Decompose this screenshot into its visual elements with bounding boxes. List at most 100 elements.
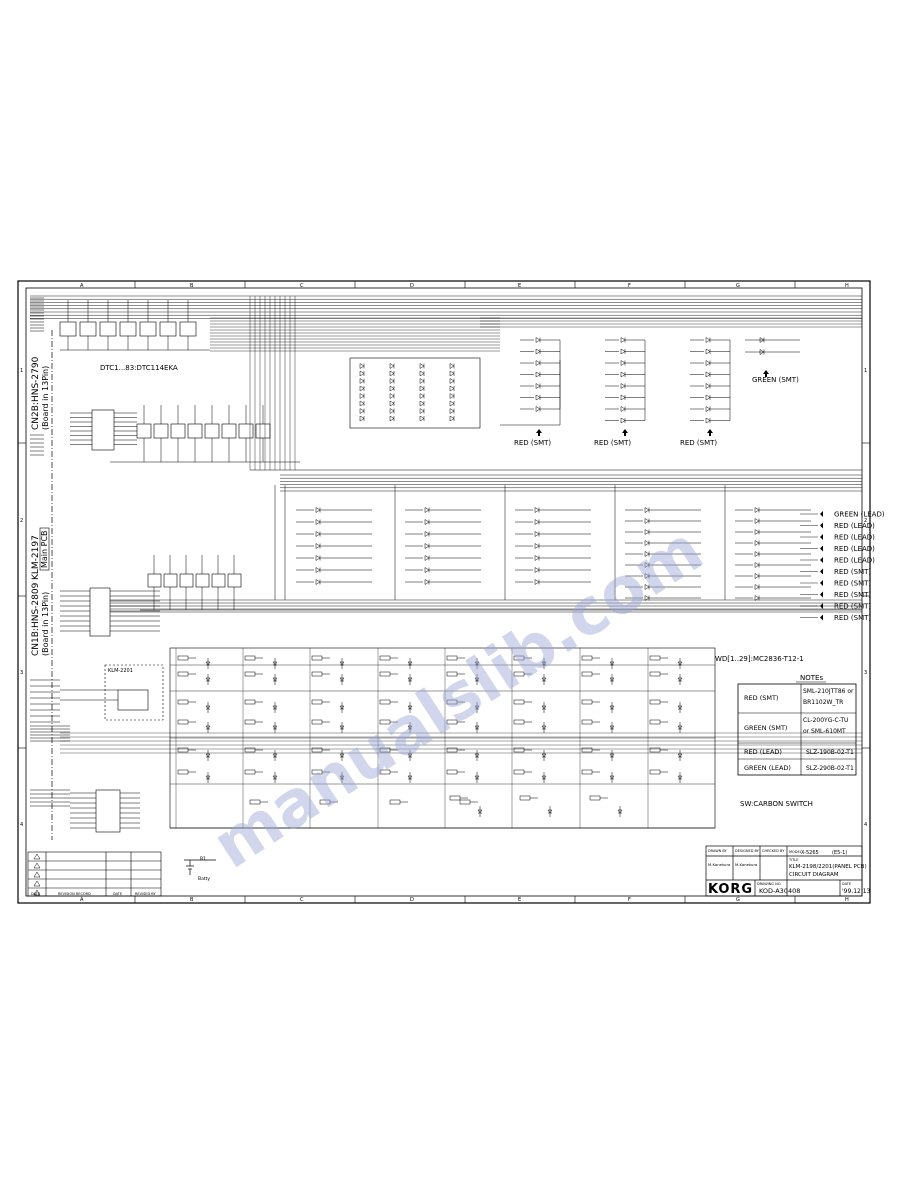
led-symbol [534, 531, 540, 537]
col-label-h-bottom: H [845, 897, 849, 903]
diode-symbol [609, 674, 615, 685]
led-symbol [705, 394, 711, 401]
led-symbol [705, 417, 711, 424]
diode-symbol [474, 674, 480, 685]
col-label-d-bottom: D [410, 897, 414, 903]
title-checked-by-label: CHECKED BY [762, 849, 785, 853]
transistor-dtc [211, 573, 226, 588]
led-symbol [534, 567, 540, 573]
switch-symbol [319, 799, 338, 805]
ic2-chip [89, 587, 111, 637]
led-symbol [424, 519, 430, 525]
led-symbol [534, 543, 540, 549]
title-drawing-no-label: DRAWING NO. [757, 882, 781, 886]
led-group-red-smt-label-3: RED (SMT) [680, 439, 717, 447]
led-symbol [754, 507, 760, 513]
switch-symbol [177, 699, 196, 705]
led-arrows [536, 370, 769, 436]
led-symbol [754, 551, 760, 557]
diode-symbol [609, 658, 615, 669]
wiring-layer [30, 295, 862, 829]
diode-symbol [407, 772, 413, 783]
led-symbol [620, 371, 626, 378]
transistor-dtc [255, 423, 271, 439]
diode-symbol [272, 772, 278, 783]
diode-symbol [474, 722, 480, 733]
led-color-item: RED (SMT) [820, 580, 871, 588]
notes-row4-kind: GREEN (LEAD) [744, 764, 791, 772]
diode-symbol [339, 674, 345, 685]
led-symbol [359, 393, 365, 399]
transistor-dtc [170, 423, 186, 439]
led-symbol [449, 408, 455, 414]
revision-header-revised-by: REVISED BY [135, 892, 157, 896]
led-symbol [754, 573, 760, 579]
switch-symbol [649, 719, 668, 725]
led-pointer-icon [820, 603, 823, 609]
klm2201-subboard-box [104, 664, 164, 721]
led-color-list: GREEN (LEAD)RED (LEAD)RED (LEAD)RED (LEA… [820, 511, 885, 622]
diode-symbol [477, 806, 483, 817]
led-color-label: RED (LEAD) [834, 545, 875, 553]
led-pointer-icon [820, 580, 823, 586]
switch-symbol [581, 769, 600, 775]
led-pointer-icon [820, 568, 823, 575]
switch-symbol [244, 747, 263, 753]
grid-column-labels-top [18, 281, 870, 903]
diode-symbol [541, 772, 547, 783]
led-symbol [315, 567, 321, 573]
led-symbol [535, 394, 541, 401]
diode-symbol [541, 722, 547, 733]
led-symbol [315, 531, 321, 537]
led-color-item: RED (LEAD) [820, 545, 875, 553]
switch-symbol [446, 699, 465, 705]
switch-symbol [513, 671, 532, 677]
transistor-dtc [59, 321, 77, 337]
led-color-label: RED (LEAD) [834, 534, 875, 542]
led-symbol [705, 383, 711, 389]
led-symbol [534, 555, 540, 561]
led-symbol [620, 360, 626, 366]
notes-title: NOTEs [800, 674, 823, 682]
switch-symbol [311, 747, 330, 753]
led-symbol [315, 579, 321, 585]
led-symbol [389, 378, 395, 384]
battery-sub: Batty [198, 876, 210, 882]
transistor-dtc [163, 573, 178, 588]
switch-symbol [581, 747, 600, 753]
battery-ref: B1 [200, 856, 206, 862]
switch-symbol [513, 699, 532, 705]
diode-symbol [617, 806, 623, 817]
led-symbol [620, 337, 626, 343]
led-symbol [534, 507, 540, 513]
title-drawn-by: M.Kanekura [708, 862, 730, 867]
switch-symbol [244, 699, 263, 705]
transistor-dtc [153, 423, 169, 439]
led-symbol [449, 385, 455, 392]
led-symbol [754, 584, 760, 590]
switch-symbol [513, 719, 532, 725]
led-symbol [620, 394, 626, 401]
switch-symbol [379, 655, 398, 661]
led-symbol [359, 378, 365, 384]
switch-matrix-frame [169, 647, 716, 829]
title-designed-by: M.Kanekura [735, 862, 757, 867]
led-color-item: RED (SMT) [820, 568, 871, 576]
switch-symbol [379, 699, 398, 705]
klm2201-circuit [117, 689, 149, 711]
led-color-item: RED (SMT) [820, 603, 871, 611]
led-symbol [754, 540, 760, 546]
led-symbol [419, 393, 425, 399]
title-designed-by-label: DESIGNED BY [735, 849, 760, 853]
led-symbol [620, 417, 626, 424]
led-symbol [620, 406, 626, 412]
led-symbol [359, 400, 365, 407]
col-label-a-top: A [80, 283, 84, 289]
transistor-dtc [238, 423, 254, 439]
col-label-f-top: F [628, 283, 631, 289]
led-symbol [389, 415, 395, 422]
wd-diode-label: WD[1..29]:MC2836-T12-1 [715, 655, 804, 663]
title-line1: KLM-2198/2201(PANEL PCB) [789, 864, 867, 870]
switch-symbol [459, 799, 478, 805]
switch-symbol [446, 655, 465, 661]
